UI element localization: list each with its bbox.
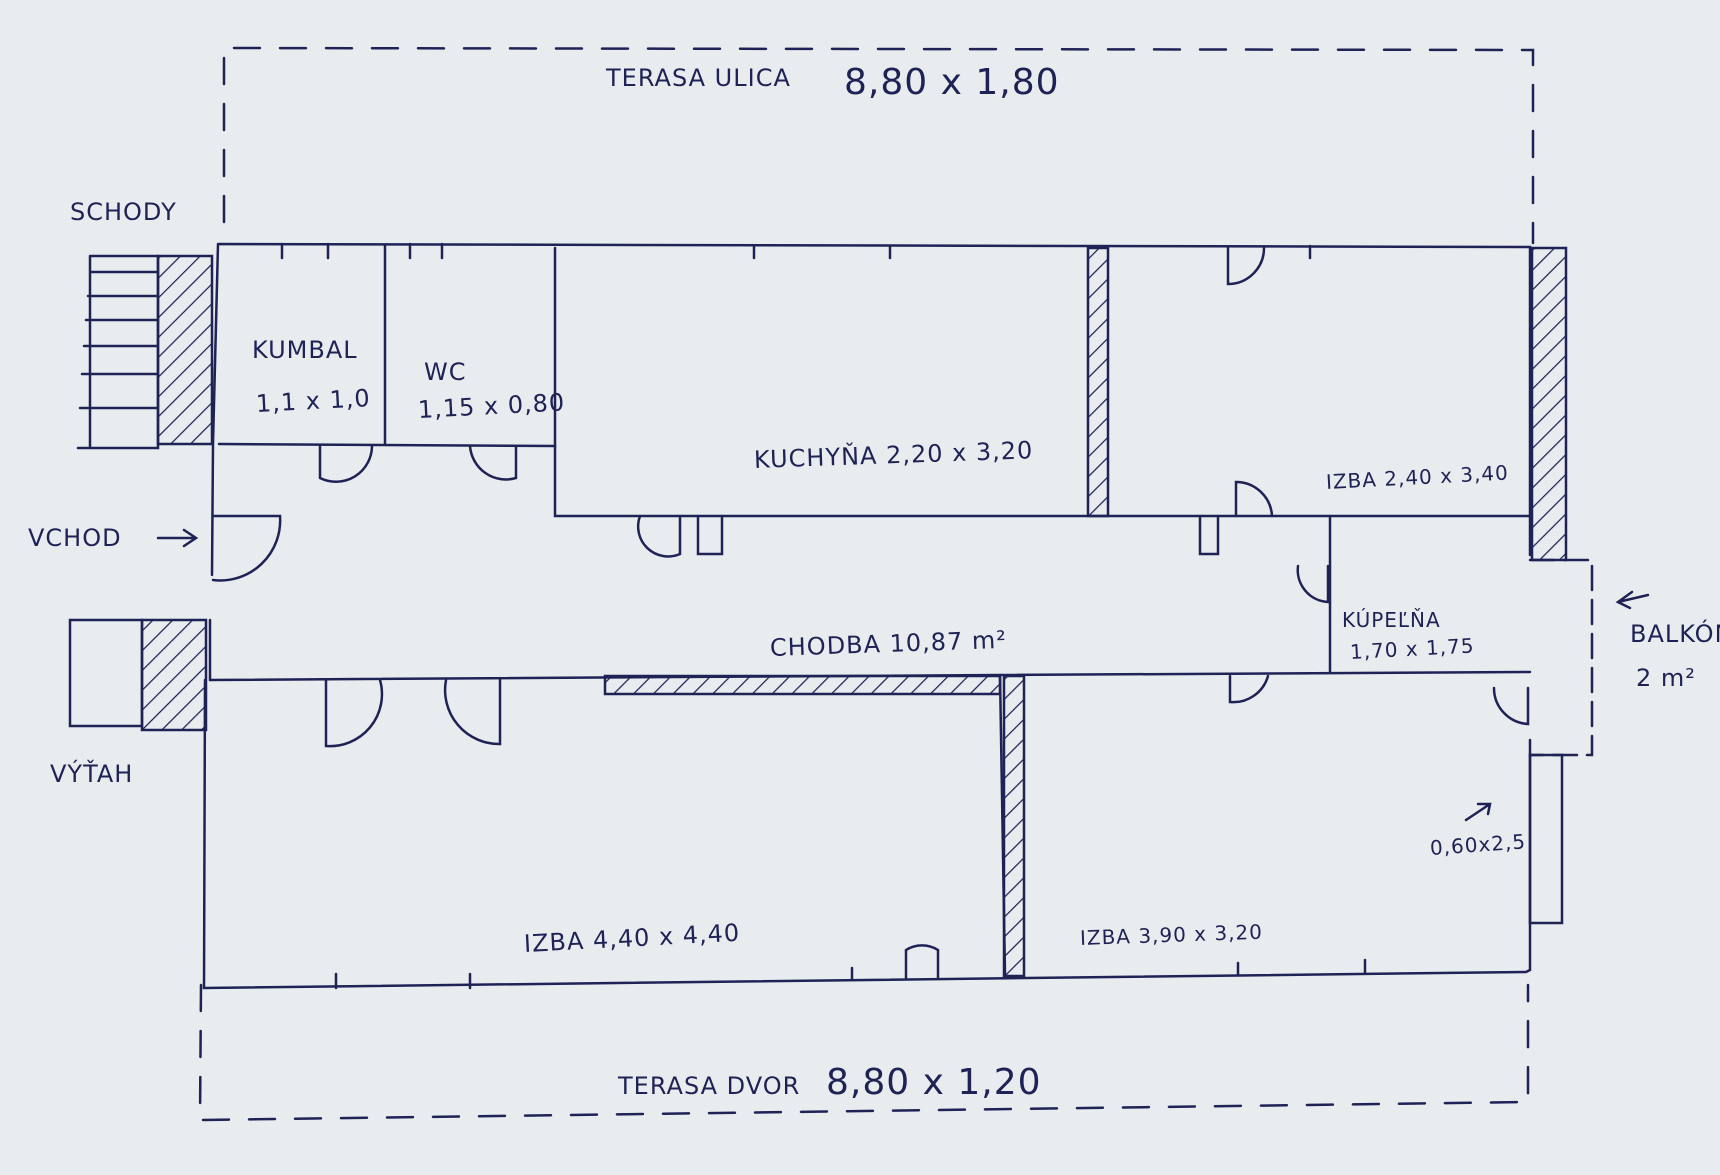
hatched-wall-west-bottom — [140, 618, 208, 732]
hatched-wall-kitchen — [1086, 246, 1110, 518]
door-icon — [211, 514, 282, 582]
hatched-wall-east — [1530, 246, 1568, 562]
door-icon — [1226, 246, 1266, 286]
terrace-street-size: 8,80 x 1,80 — [844, 62, 1060, 103]
door-icon — [1492, 686, 1530, 726]
kitchen-wall — [553, 444, 1332, 518]
bathroom-label: KÚPEĽŇA — [1342, 608, 1441, 632]
door-icon — [1198, 514, 1220, 556]
stairs-icon — [76, 254, 160, 450]
door-icon — [468, 444, 518, 481]
outer-wall — [202, 242, 1532, 990]
door-icon — [324, 678, 384, 748]
stairs-label: SCHODY — [70, 198, 177, 226]
door-icon — [443, 678, 502, 746]
hatched-wall-south — [1002, 674, 1026, 978]
door-icon — [1234, 480, 1274, 518]
hatched-wall-west-top — [156, 254, 214, 446]
terrace-yard-size: 8,80 x 1,20 — [826, 1062, 1042, 1103]
arrow-icon — [1615, 590, 1650, 610]
storage-size: 1,1 x 1,0 — [255, 384, 372, 418]
arrow-icon — [1464, 802, 1492, 822]
wc-label: WC — [424, 358, 467, 386]
storage-label: KUMBAL — [252, 336, 358, 364]
door-icon — [1296, 564, 1330, 604]
entrance-label: VCHOD — [28, 524, 122, 552]
balcony-label: BALKÓN — [1630, 620, 1720, 648]
terrace-yard-outline — [198, 983, 1530, 1122]
terrace-street-label: TERASA ULICA — [606, 64, 791, 92]
door-icon — [318, 444, 374, 483]
door-icon — [696, 514, 724, 556]
arrow-icon — [156, 528, 199, 548]
terrace-yard-label: TERASA DVOR — [618, 1072, 801, 1100]
window-frame — [1528, 753, 1564, 925]
bathroom-wall — [1328, 514, 1532, 674]
balcony-size: 2 m² — [1636, 664, 1696, 692]
terrace-street-outline — [222, 46, 1535, 245]
door-icon — [636, 514, 682, 558]
door-icon — [1228, 674, 1270, 704]
elevator-icon — [68, 618, 144, 728]
elevator-label: VÝŤAH — [50, 760, 134, 788]
door-icon — [904, 944, 940, 980]
hatched-wall-corridor — [603, 674, 1002, 696]
